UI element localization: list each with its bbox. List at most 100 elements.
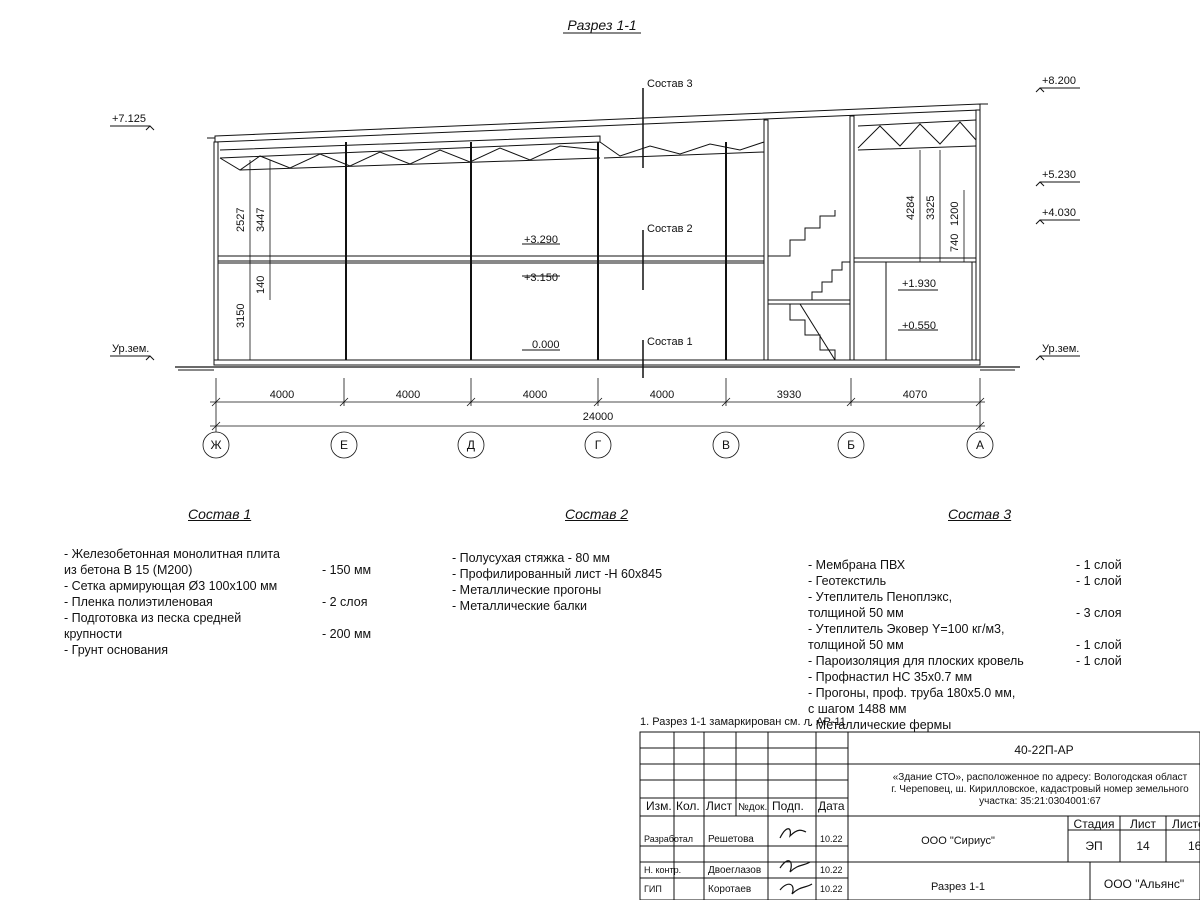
dim-4284: 4284: [905, 196, 917, 220]
hdr-list: Лист: [706, 799, 733, 813]
axis-zh: Ж: [210, 438, 221, 452]
dim-740: 740: [949, 234, 961, 252]
date-3: 10.22: [820, 884, 843, 894]
spec-2-title: Состав 2: [565, 506, 629, 522]
ground-level-left: Ур.зем.: [112, 343, 149, 355]
spec-3-item: толщиной 50 мм- 1 слой: [808, 638, 1122, 652]
stamp-desc-2: г. Череповец, ш. Кирилловское, кадастров…: [891, 784, 1189, 795]
span-4: 4000: [650, 389, 674, 401]
level-7125: +7.125: [112, 113, 146, 125]
level-5230: +5.230: [1042, 169, 1076, 181]
spec-1-item: - Сетка армирующая Ø3 100х100 мм: [64, 579, 278, 593]
drawing-title: Разрез 1-1: [567, 17, 636, 33]
stamp-code: 40-22П-АР: [1014, 743, 1073, 757]
hdr-podp: Подп.: [772, 799, 804, 813]
level-4030: +4.030: [1042, 207, 1076, 219]
role-razrabotal: Разработал: [644, 834, 693, 844]
spec-3-item: - Мембрана ПВХ- 1 слой: [808, 558, 1122, 572]
lists-header: Листов: [1172, 817, 1200, 831]
staircase: [768, 210, 836, 257]
level-3290: +3.290: [524, 234, 558, 246]
axis-e: Е: [340, 438, 348, 452]
level-0550: +0.550: [902, 320, 936, 332]
hdr-data: Дата: [818, 799, 845, 813]
dim-3447: 3447: [255, 208, 267, 232]
spec-1-list: - Железобетонная монолитная плита из бет…: [64, 546, 404, 658]
hdr-ndok: №док.: [738, 802, 767, 813]
stamp-desc-3: участка: 35:21:0304001:67: [979, 796, 1101, 807]
spec-3-item: - Утеплитель Эковер Y=100 кг/м3,: [808, 622, 1005, 636]
spec-1-item: крупности- 200 мм: [64, 627, 372, 641]
drawing-note: 1. Разрез 1-1 замаркирован см. л. АР-11.: [640, 716, 849, 728]
axis-g: Г: [595, 438, 602, 452]
axis-v: В: [722, 438, 730, 452]
span-5: 3930: [777, 389, 801, 401]
axis-b: Б: [847, 438, 855, 452]
spec-3-item: - Прогоны, проф. труба 180х5.0 мм,: [808, 686, 1016, 700]
stamp-desc-1: «Здание СТО», расположенное по адресу: В…: [893, 771, 1188, 783]
spec-3-item: - Металлические фермы: [808, 718, 952, 732]
role-gip: ГИП: [644, 884, 662, 894]
spec-2-item: - Полусухая стяжка - 80 мм: [452, 551, 610, 565]
spec-3-item: - Утеплитель Пеноплэкс,: [808, 590, 953, 604]
total-span: 24000: [583, 411, 614, 423]
name-reshetova: Решетова: [708, 834, 754, 845]
axis-a: А: [976, 438, 984, 452]
org-alyans: ООО "Альянс": [1104, 877, 1184, 891]
org-sirius: ООО "Сириус": [921, 835, 995, 847]
spec-1-item: из бетона В 15 (М200)- 150 мм: [64, 563, 372, 577]
sostav-3-label: Состав 3: [647, 78, 693, 90]
mid-floor-slab: [217, 255, 767, 262]
spec-2-list: - Полусухая стяжка - 80 мм - Профилирова…: [452, 550, 752, 614]
sostav-2-label: Состав 2: [647, 223, 693, 235]
level-1930: +1.930: [902, 278, 936, 290]
spec-3-item: - Пароизоляция для плоских кровель- 1 сл…: [808, 654, 1122, 668]
spec-3-item: - Профнастил НС 35х0.7 мм: [808, 670, 973, 684]
wall-left: [213, 141, 219, 365]
level-8200: +8.200: [1042, 75, 1076, 87]
axis-d: Д: [467, 438, 475, 452]
list-header: Лист: [1130, 817, 1157, 831]
span-1: 4000: [270, 389, 294, 401]
name-dvoeglazov: Двоеглазов: [708, 865, 761, 876]
sheet-value: 14: [1136, 839, 1150, 853]
hdr-kol: Кол.: [676, 799, 700, 813]
level-3150: +3.150: [524, 272, 558, 284]
dim-1200: 1200: [949, 202, 961, 226]
spec-2-item: - Профилированный лист -Н 60х845: [452, 567, 663, 581]
signatures: [779, 828, 813, 895]
span-2: 4000: [396, 389, 420, 401]
name-korotaev: Коротаев: [708, 884, 751, 895]
hdr-izm: Изм.: [646, 799, 672, 813]
spec-3-title: Состав 3: [948, 506, 1012, 522]
dim-140: 140: [255, 276, 267, 294]
stage-header: Стадия: [1074, 817, 1115, 831]
span-3: 4000: [523, 389, 547, 401]
span-6: 4070: [903, 389, 927, 401]
sheet-name: Разрез 1-1: [931, 881, 985, 893]
spec-1-title: Состав 1: [188, 506, 252, 522]
spec-3-item: с шагом 1488 мм: [808, 702, 907, 716]
role-nkontr: Н. контр.: [644, 865, 681, 875]
spec-1-item: - Подготовка из песка средней: [64, 611, 242, 625]
spec-1-item: - Железобетонная монолитная плита: [64, 547, 280, 561]
sheets-value: 16: [1188, 839, 1200, 853]
ground-level-right: Ур.зем.: [1042, 343, 1079, 355]
wall-right: [975, 109, 981, 365]
spec-3-list: - Мембрана ПВХ- 1 слой - Геотекстиль- 1 …: [808, 557, 1188, 733]
spec-1-item: - Грунт основания: [64, 643, 169, 657]
spec-2-item: - Металлические прогоны: [452, 583, 602, 597]
level-0000: 0.000: [532, 339, 560, 351]
spec-3-item: толщиной 50 мм- 3 слоя: [808, 606, 1122, 620]
sostav-1-label: Состав 1: [647, 336, 693, 348]
ground-slab: [213, 359, 981, 366]
date-1: 10.22: [820, 834, 843, 844]
date-2: 10.22: [820, 865, 843, 875]
spec-3-item: - Геотекстиль- 1 слой: [808, 574, 1122, 588]
stage-value: ЭП: [1085, 839, 1102, 853]
spec-1-item: - Пленка полиэтиленовая- 2 слоя: [64, 595, 368, 609]
dim-3150: 3150: [235, 304, 247, 328]
dim-3325: 3325: [925, 196, 937, 220]
dim-2527: 2527: [235, 208, 247, 232]
